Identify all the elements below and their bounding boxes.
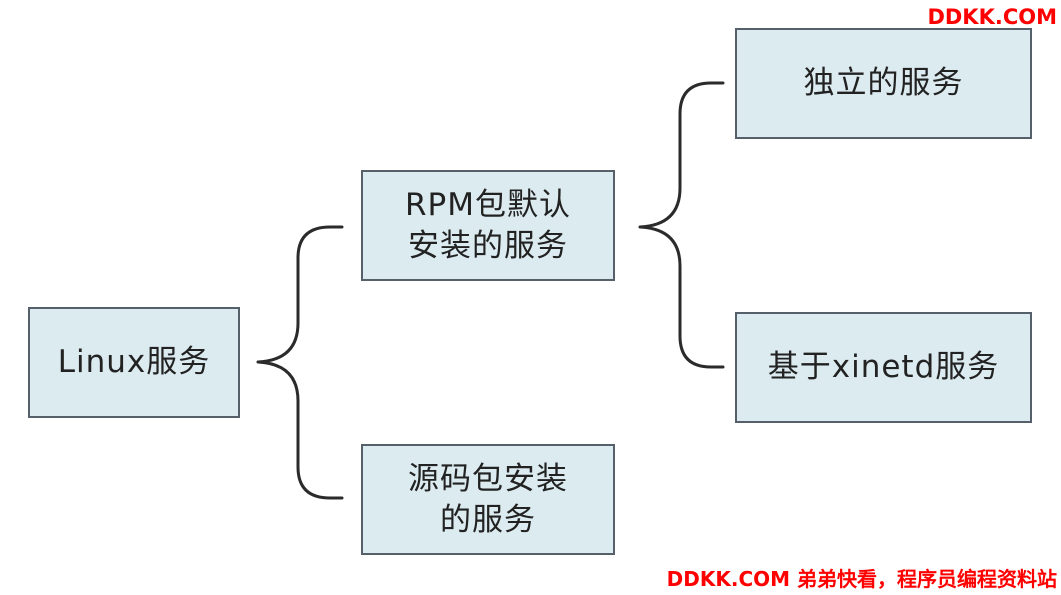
bracket-root-to-children: [256, 225, 344, 500]
node-standalone-services-line-1: 独立的服务: [803, 65, 964, 102]
node-rpm-default-services-line-2: 安装的服务: [408, 227, 568, 264]
bracket-rpm-to-children: [638, 81, 725, 369]
node-source-package-services-line-2: 的服务: [440, 501, 536, 538]
watermark-top: DDKK.COM: [927, 5, 1057, 29]
node-xinetd-services: 基于xinetd服务: [735, 312, 1032, 423]
node-standalone-services: 独立的服务: [735, 28, 1032, 139]
node-source-package-services-line-1: 源码包安装: [408, 460, 568, 497]
watermark-bottom: DDKK.COM 弟弟快看，程序员编程资料站: [666, 567, 1057, 591]
node-linux-services: Linux服务: [28, 307, 240, 418]
node-source-package-services: 源码包安装 的服务: [361, 444, 615, 555]
node-linux-services-line-1: Linux服务: [57, 344, 211, 381]
node-rpm-default-services: RPM包默认 安装的服务: [361, 170, 615, 281]
node-xinetd-services-line-1: 基于xinetd服务: [767, 349, 1000, 386]
node-rpm-default-services-line-1: RPM包默认: [405, 186, 571, 223]
